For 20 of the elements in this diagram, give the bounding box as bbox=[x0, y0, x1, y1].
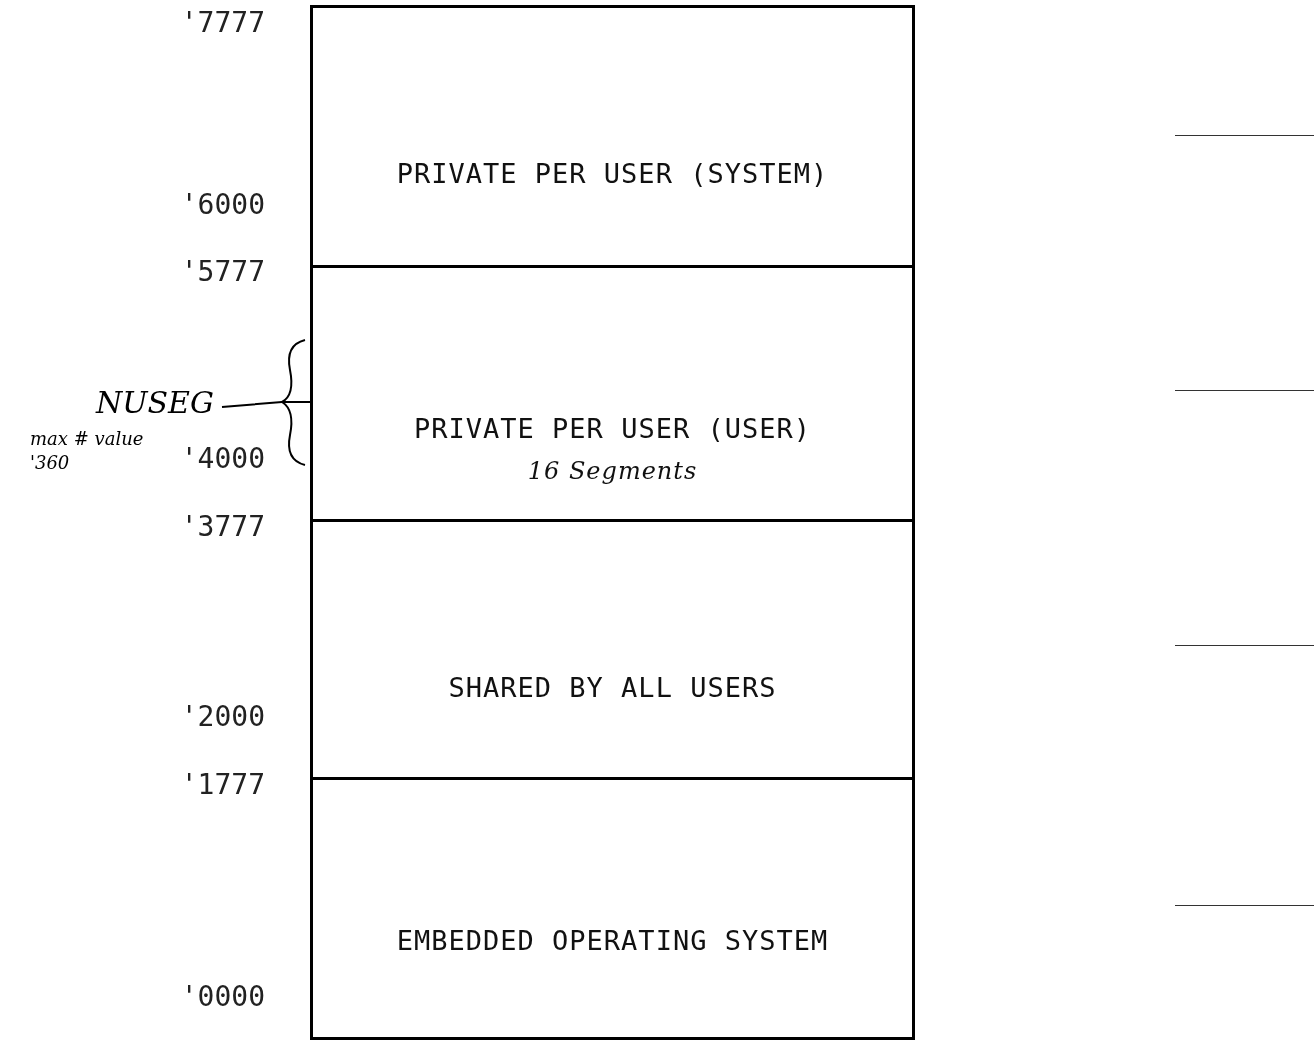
memory-region-box bbox=[310, 522, 915, 780]
handwritten-label: NUSEG bbox=[96, 385, 214, 420]
address-label: '4000 bbox=[179, 442, 265, 475]
address-label: '7777 bbox=[179, 6, 265, 39]
address-label: '5777 bbox=[179, 255, 265, 288]
region-label: SHARED BY ALL USERS bbox=[447, 672, 778, 703]
handwritten-note: 16 Segments bbox=[526, 457, 699, 485]
address-label: '6000 bbox=[179, 188, 265, 221]
address-label: '0000 bbox=[179, 980, 265, 1013]
region-label: PRIVATE PER USER (USER) bbox=[413, 413, 812, 444]
memory-region-box bbox=[310, 268, 915, 522]
memory-region-box bbox=[310, 780, 915, 1040]
address-label: '1777 bbox=[179, 768, 265, 801]
leader-line bbox=[221, 401, 311, 408]
memory-region-box bbox=[310, 5, 915, 268]
address-label: '3777 bbox=[179, 510, 265, 543]
handwritten-note: max # value '360 bbox=[30, 427, 145, 475]
address-label: '2000 bbox=[179, 700, 265, 733]
region-label: PRIVATE PER USER (SYSTEM) bbox=[395, 158, 830, 189]
region-label: EMBEDDED OPERATING SYSTEM bbox=[395, 925, 830, 956]
